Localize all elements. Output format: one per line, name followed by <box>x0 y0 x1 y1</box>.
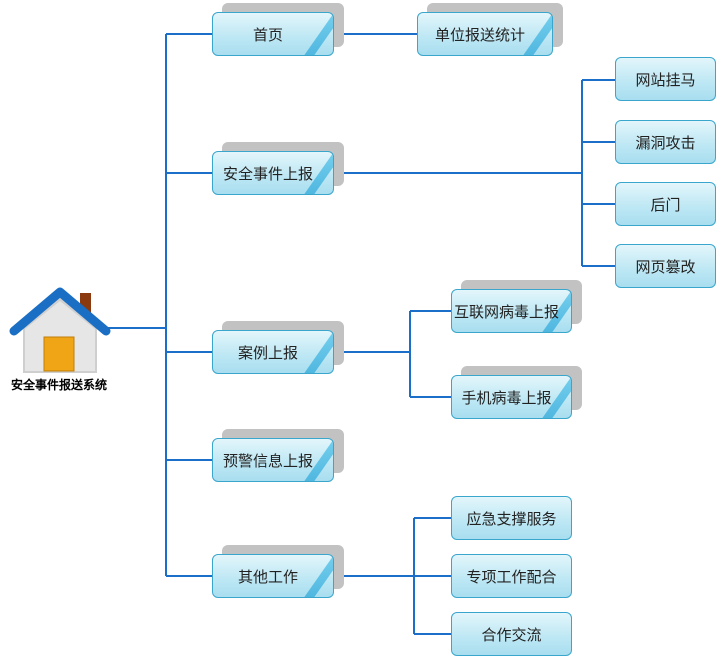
node-label: 单位报送统计 <box>434 25 525 44</box>
node-label: 漏洞攻击 <box>635 133 696 152</box>
node-backdoor[interactable]: 后门 <box>615 182 716 226</box>
node-label: 手机病毒上报 <box>461 388 552 407</box>
node-label: 网站挂马 <box>635 70 696 89</box>
node-vulnerability-attack[interactable]: 漏洞攻击 <box>615 120 716 164</box>
node-unit-report-stats[interactable]: 单位报送统计 <box>417 3 563 56</box>
node-label: 互联网病毒上报 <box>453 302 559 321</box>
node-cooperation-exchange[interactable]: 合作交流 <box>451 612 572 656</box>
node-special-work-coordination[interactable]: 专项工作配合 <box>451 554 572 598</box>
node-emergency-support-service[interactable]: 应急支撑服务 <box>451 496 572 540</box>
node-case-report[interactable]: 案例上报 <box>212 321 344 374</box>
node-website-trojan[interactable]: 网站挂马 <box>615 57 716 101</box>
node-label: 专项工作配合 <box>466 567 557 586</box>
house-icon <box>9 287 111 373</box>
node-label: 安全事件上报 <box>222 164 313 183</box>
node-web-tamper[interactable]: 网页篡改 <box>615 244 716 288</box>
node-label: 首页 <box>252 25 283 44</box>
node-other-work[interactable]: 其他工作 <box>212 545 344 598</box>
node-home[interactable]: 首页 <box>212 3 344 56</box>
node-security-event-report[interactable]: 安全事件上报 <box>212 142 344 195</box>
node-warning-info-report[interactable]: 预警信息上报 <box>212 429 344 482</box>
node-label: 后门 <box>650 195 681 214</box>
node-label: 其他工作 <box>237 567 298 586</box>
root-label: 安全事件报送系统 <box>10 378 107 392</box>
node-label: 案例上报 <box>237 343 298 362</box>
node-label: 合作交流 <box>481 625 542 644</box>
node-label: 预警信息上报 <box>222 451 313 470</box>
node-label: 网页篡改 <box>635 257 696 276</box>
node-internet-virus-report[interactable]: 互联网病毒上报 <box>451 280 582 333</box>
node-mobile-virus-report[interactable]: 手机病毒上报 <box>451 366 582 419</box>
node-label: 应急支撑服务 <box>466 509 557 528</box>
